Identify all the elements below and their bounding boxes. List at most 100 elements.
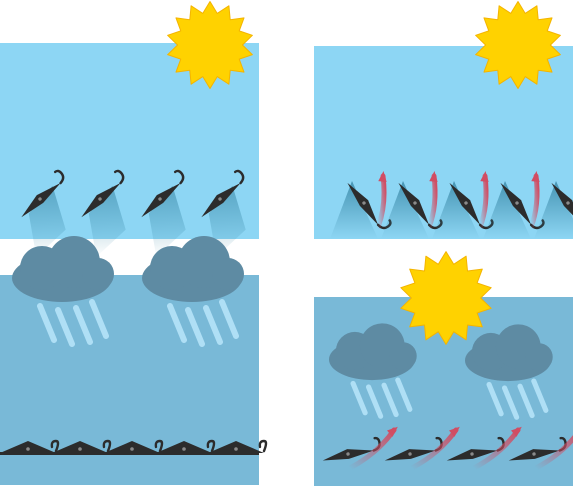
device-pivot (234, 447, 238, 451)
device-baseline (0, 452, 259, 455)
rain-streak (395, 377, 413, 412)
panel-device (201, 169, 246, 257)
sun-disc (180, 15, 240, 75)
device-pivot (130, 447, 134, 451)
device-hook (154, 439, 164, 453)
cloud-body (329, 323, 417, 381)
sun-disc (488, 15, 548, 75)
device-pivot (470, 452, 474, 456)
device-hook (102, 439, 112, 453)
panel-device (21, 169, 66, 257)
panel-device (0, 439, 60, 453)
panel-rain-closed (0, 236, 268, 485)
device-blade (0, 441, 56, 453)
rain-streak (203, 305, 223, 345)
device-pivot (464, 201, 468, 205)
device-pivot (346, 452, 350, 456)
rain-streak (219, 299, 239, 339)
device-hook (50, 439, 60, 453)
airflow-head (480, 171, 489, 182)
device-blade (52, 441, 108, 453)
rain-cloud-icon (12, 236, 114, 347)
panel-sunny-raised (314, 1, 573, 239)
device-pivot (182, 447, 186, 451)
device-pivot (98, 197, 102, 201)
airflow-stroke (533, 435, 573, 471)
device-hook (113, 169, 125, 185)
rain-streak (365, 384, 384, 419)
airflow-arrow (471, 426, 522, 471)
airflow-arrow (347, 426, 398, 471)
device-shadow (483, 181, 531, 239)
rain-cloud-icon (465, 324, 553, 420)
rain-streaks (37, 299, 109, 347)
device-blade (208, 441, 264, 453)
sun-icon (167, 1, 253, 89)
device-pivot (413, 201, 417, 205)
airflow-head (449, 426, 460, 437)
panel-device (156, 439, 216, 453)
cloud-body (142, 236, 244, 302)
rain-streaks (486, 378, 549, 420)
rain-streak (486, 381, 504, 417)
device-shadow (381, 181, 429, 239)
rain-cloud-icon (142, 236, 244, 347)
device-pivot (38, 197, 42, 201)
device-shadow (330, 181, 378, 239)
rain-streak (517, 383, 535, 419)
device-pivot (26, 447, 30, 451)
device-pivot (408, 452, 412, 456)
sun-icon (400, 251, 492, 345)
device-hook (233, 169, 245, 185)
rain-streak (73, 305, 93, 345)
rain-streak (37, 303, 57, 343)
panel-device (52, 439, 112, 453)
rain-streak (531, 378, 549, 413)
airflow-arrow (426, 171, 438, 230)
device-hook (53, 169, 65, 185)
rain-streak (501, 385, 520, 420)
device-pivot (515, 201, 519, 205)
device-blade (104, 441, 160, 453)
airflow-arrow (409, 426, 460, 471)
airflow-head (387, 426, 398, 437)
rain-streaks (167, 299, 239, 347)
rain-streak (350, 380, 368, 416)
sun-icon (475, 1, 561, 89)
airflow-arrow (375, 171, 387, 230)
airflow-arrow (528, 171, 540, 230)
rain-streak (185, 307, 205, 347)
device-pivot (158, 197, 162, 201)
device-pivot (362, 201, 366, 205)
device-pivot (566, 201, 570, 205)
device-pivot (78, 447, 82, 451)
airflow-arrow (477, 171, 489, 230)
device-hook (173, 169, 185, 185)
cloud-body (465, 324, 553, 382)
panel-device (81, 169, 126, 257)
rain-streak (89, 299, 109, 339)
device-shadow (534, 181, 573, 239)
panel-device (141, 169, 186, 257)
airflow-head (511, 426, 522, 437)
sun-disc (414, 266, 478, 330)
panel-sun-and-rain-low (314, 251, 573, 486)
panel-device (551, 182, 573, 225)
airflow-arrow (533, 435, 573, 471)
rain-streak (381, 382, 399, 418)
panel-sunny-tilted (0, 1, 259, 257)
airflow-head (531, 171, 540, 182)
rain-streak (167, 303, 187, 343)
airflow-head (378, 171, 387, 182)
device-pivot (218, 197, 222, 201)
device-pivot (532, 452, 536, 456)
rain-streaks (350, 377, 413, 419)
device-blade (156, 441, 212, 453)
device-shadow (432, 181, 480, 239)
device-hook (258, 439, 268, 453)
rain-streak (55, 307, 75, 347)
panel-device (104, 439, 164, 453)
device-hook (206, 439, 216, 453)
cloud-body (12, 236, 114, 302)
